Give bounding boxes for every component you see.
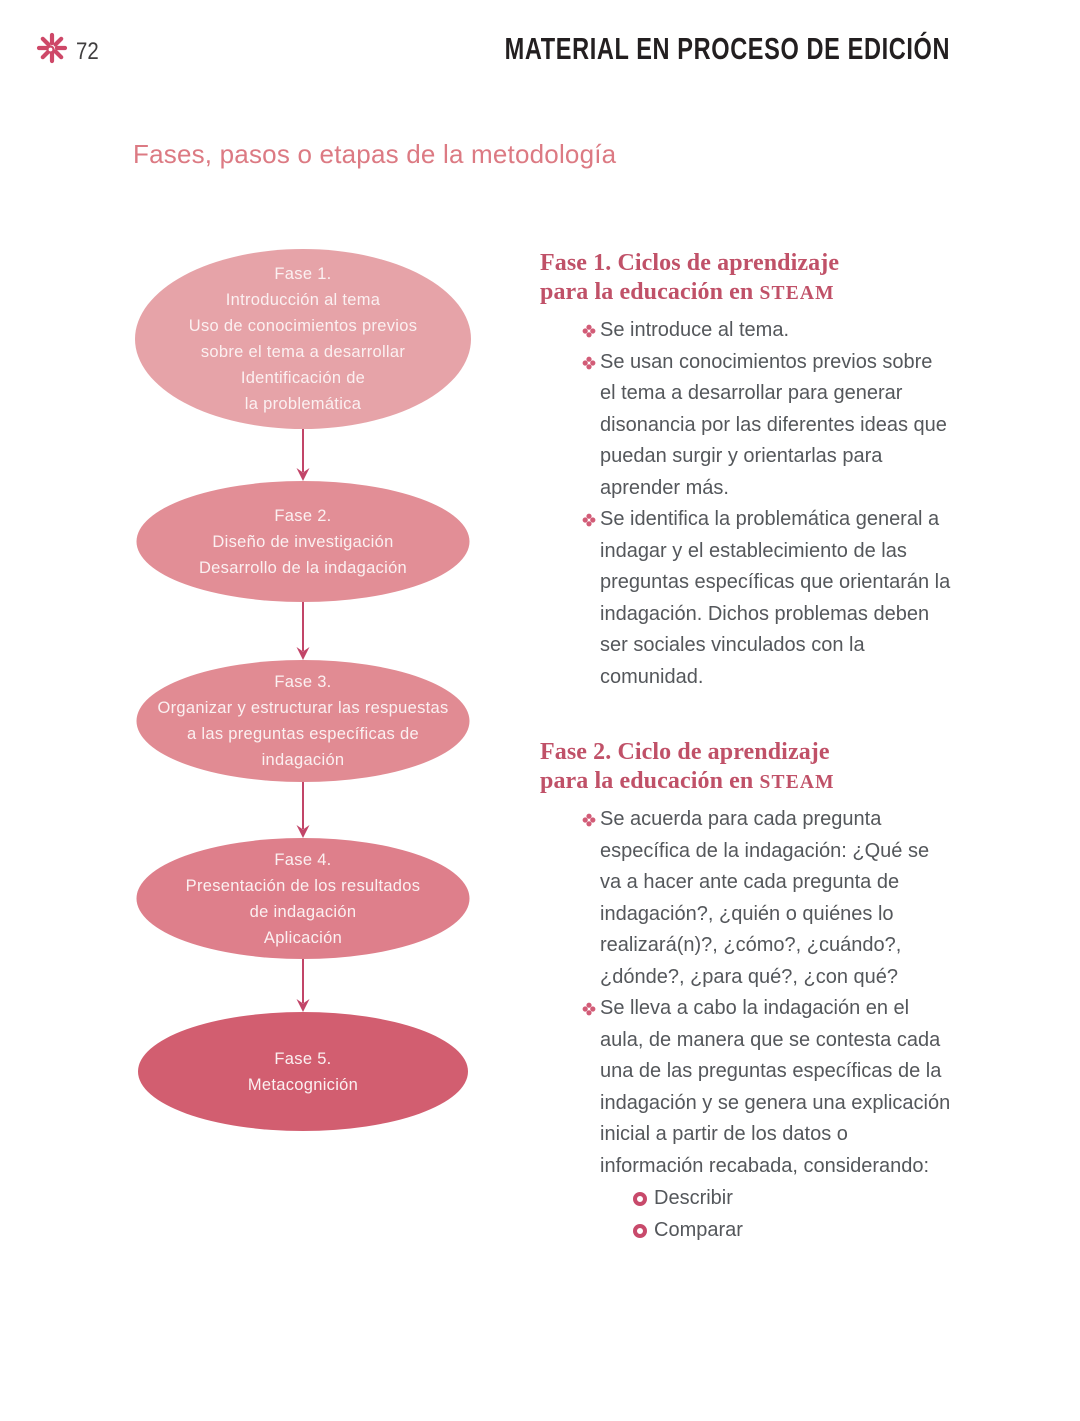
flow-node-line: Aplicación xyxy=(263,928,343,947)
bullet-text: Se acuerda para cada pregunta específica… xyxy=(600,808,930,988)
ring-bullet-icon xyxy=(633,1224,647,1238)
bullet-item: Se acuerda para cada pregunta específica… xyxy=(540,804,952,993)
bullet-text: Se introduce al tema. xyxy=(600,319,789,341)
flow-node-line: Diseño de investigación xyxy=(212,532,394,551)
flow-arrow-down-icon xyxy=(296,602,310,660)
flow-node-line: Desarrollo de la indagación xyxy=(198,558,408,577)
clover-bullet-icon xyxy=(582,813,596,827)
section-fase-1: Fase 1. Ciclos de aprendizaje para la ed… xyxy=(540,249,952,693)
flow-node-fase-5: Fase 5. Metacognición xyxy=(138,1012,468,1131)
flow-node-line: Organizar y estructurar las respuestas xyxy=(157,699,449,717)
flow-arrow-down-icon xyxy=(296,782,310,838)
section-fase-2: Fase 2. Ciclo de aprendizaje para la edu… xyxy=(540,738,952,1246)
sub-bullet-text: Describir xyxy=(654,1187,733,1209)
flow-node-line: Identificación de xyxy=(240,369,366,387)
flow-arrow-down-icon xyxy=(296,959,310,1012)
bullet-text: Se lleva a cabo la indagación en el aula… xyxy=(600,997,951,1177)
flow-node-line: a las preguntas específicas de xyxy=(187,725,419,743)
phases-flowchart: Fase 1. Introducción al tema Uso de cono… xyxy=(135,249,471,1131)
flow-node-line: Metacognición xyxy=(247,1075,359,1094)
flow-node-line: Presentación de los resultados xyxy=(185,876,421,895)
sub-bullet-list: Describir Comparar xyxy=(540,1182,952,1246)
flow-node-fase-1: Fase 1. Introducción al tema Uso de cono… xyxy=(135,249,471,429)
ring-bullet-icon xyxy=(633,1192,647,1206)
heading-line: para la educación en STEAM xyxy=(540,278,952,308)
heading-line: Fase 1. Ciclos de aprendizaje xyxy=(540,250,840,276)
sub-bullet-item: Comparar xyxy=(633,1214,952,1246)
flow-node-line: Fase 1. xyxy=(274,265,332,283)
page-title: Fases, pasos o etapas de la metodología xyxy=(133,139,617,169)
heading-text: para la educación en xyxy=(540,279,760,305)
flow-node-fase-2: Fase 2. Diseño de investigación Desarrol… xyxy=(136,481,470,602)
flow-node-line: indagación xyxy=(261,751,345,769)
clover-bullet-icon xyxy=(582,324,596,338)
flow-node-line: Uso de conocimientos previos xyxy=(188,317,418,335)
flow-node-line: Fase 2. xyxy=(274,506,332,525)
bullet-list: Se introduce al tema. Se usan conocimien… xyxy=(540,315,952,693)
page-number: 72 xyxy=(76,38,99,65)
flow-node-line: la problemática xyxy=(244,395,362,413)
running-title: MATERIAL EN PROCESO DE EDICIÓN xyxy=(504,31,950,66)
heading-line: Fase 2. Ciclo de aprendizaje xyxy=(540,739,830,765)
flow-node-fase-4: Fase 4. Presentación de los resultados d… xyxy=(136,838,470,959)
bullet-item: Se identifica la problemática general a … xyxy=(540,504,952,693)
asterisk-icon xyxy=(36,32,68,64)
steam-smallcaps: STEAM xyxy=(759,283,835,304)
sub-bullet-item: Describir xyxy=(633,1182,952,1214)
heading-text: para la educación en xyxy=(540,768,760,794)
bullet-list: Se acuerda para cada pregunta específica… xyxy=(540,804,952,1182)
flow-node-line: Fase 4. xyxy=(274,850,332,869)
clover-bullet-icon xyxy=(582,513,596,527)
bullet-item: Se lleva a cabo la indagación en el aula… xyxy=(540,993,952,1182)
bullet-item: Se introduce al tema. xyxy=(540,315,952,347)
flow-node-line: de indagación xyxy=(249,902,357,921)
steam-smallcaps: STEAM xyxy=(759,772,835,793)
clover-bullet-icon xyxy=(582,1002,596,1016)
flow-node-line: Fase 3. xyxy=(274,673,332,691)
flow-node-line: Fase 5. xyxy=(274,1049,332,1068)
flow-node-fase-3: Fase 3. Organizar y estructurar las resp… xyxy=(136,660,470,782)
text-column: Fase 1. Ciclos de aprendizaje para la ed… xyxy=(540,249,952,1246)
sub-bullet-text: Comparar xyxy=(654,1219,743,1241)
section-heading: Fase 2. Ciclo de aprendizaje para la edu… xyxy=(540,738,952,797)
bullet-text: Se identifica la problemática general a … xyxy=(600,508,951,688)
section-heading: Fase 1. Ciclos de aprendizaje para la ed… xyxy=(540,249,952,308)
bullet-text: Se usan conocimientos previos sobre el t… xyxy=(600,350,947,499)
flow-node-line: Introducción al tema xyxy=(225,291,381,309)
clover-bullet-icon xyxy=(582,356,596,369)
bullet-item: Se usan conocimientos previos sobre el t… xyxy=(540,347,952,505)
flow-node-line: sobre el tema a desarrollar xyxy=(200,343,406,361)
flow-arrow-down-icon xyxy=(296,429,310,481)
heading-line: para la educación en STEAM xyxy=(540,767,952,797)
